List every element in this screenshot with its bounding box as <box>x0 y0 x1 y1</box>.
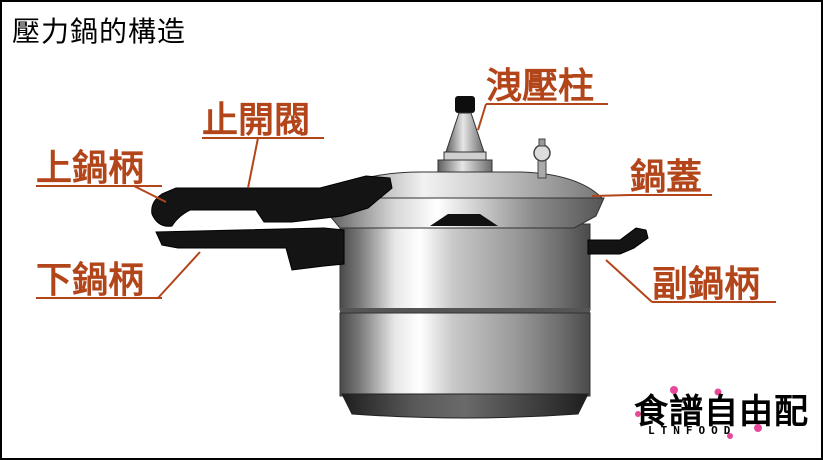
side-handle <box>587 227 649 255</box>
brand-logo: 食譜自由配 LTNFOOD <box>630 384 808 444</box>
pot-base <box>341 393 589 419</box>
diagram-title: 壓力鍋的構造 <box>12 15 187 48</box>
safety-pin <box>533 138 551 179</box>
label-vent: 洩壓柱 <box>486 66 594 107</box>
valve-base <box>437 159 493 173</box>
lid <box>325 171 605 229</box>
pot-body-upper <box>339 223 591 311</box>
logo-dots <box>635 386 762 439</box>
upper-handle <box>151 175 393 227</box>
lid-notch <box>430 214 498 226</box>
pot-band <box>340 308 590 314</box>
label-upper-handle: 上鍋柄 <box>36 147 144 189</box>
valve-cone <box>445 112 485 153</box>
logo-subtitle: LTNFOOD <box>648 424 737 437</box>
leader-lower-handle-connector <box>157 251 201 299</box>
cooker-body <box>339 223 591 419</box>
pot-body-lower <box>339 312 591 397</box>
pressure-release-valve <box>437 96 493 173</box>
pin-ring <box>533 144 551 162</box>
leader-upper-handle-connector <box>133 185 167 203</box>
part-labels: 洩壓柱 止開閥 上鍋柄 鍋蓋 下鍋柄 副鍋柄 <box>36 66 760 305</box>
label-lid: 鍋蓋 <box>630 156 702 198</box>
label-side-handle: 副鍋柄 <box>652 263 760 305</box>
leader-lid-connector <box>591 194 631 197</box>
lower-handle <box>155 227 345 271</box>
leader-side-handle-connector <box>605 259 653 303</box>
leader-lines <box>36 103 776 303</box>
logo-name: 食譜自由配 <box>634 392 809 432</box>
valve-collar <box>443 151 487 161</box>
leader-vent-connector <box>477 103 487 131</box>
valve-cap <box>455 96 475 113</box>
label-lower-handle: 下鍋柄 <box>36 259 144 301</box>
label-valve: 止開閥 <box>202 100 310 141</box>
pin-top <box>538 138 546 147</box>
leader-valve-connector <box>247 137 259 189</box>
